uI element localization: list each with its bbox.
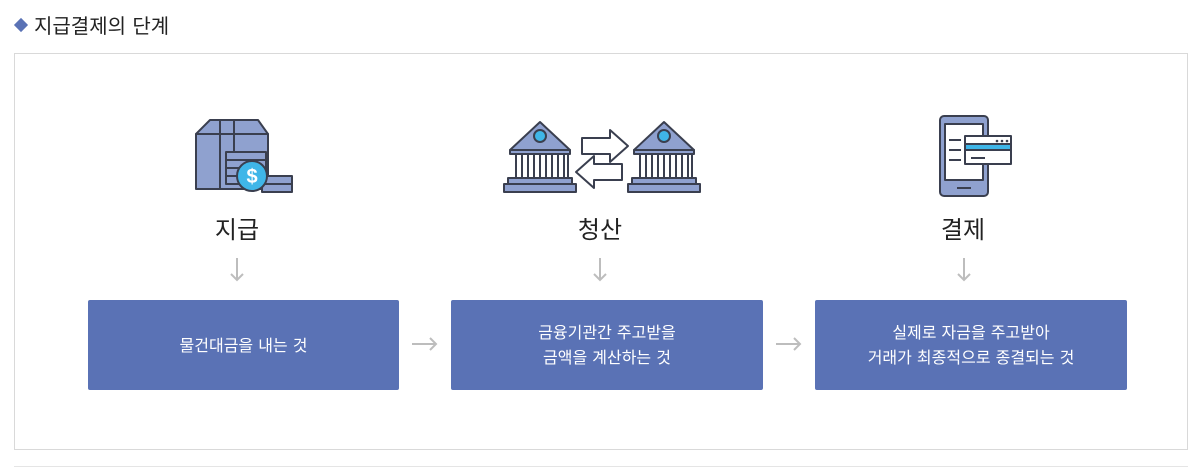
- down-arrow-icon: [230, 258, 244, 282]
- heading-title: 지급결제의 단계: [34, 14, 170, 38]
- diagram-panel: [14, 53, 1188, 450]
- description-line: 금융기관간 주고받을: [538, 323, 676, 342]
- bank-exchange-icon: [503, 121, 701, 193]
- mobile-card-icon: [939, 115, 1012, 197]
- description-line: 실제로 자금을 주고받아: [892, 323, 1050, 342]
- stage-description-payment: 물건대금을 내는 것: [88, 300, 399, 390]
- box-coins-icon: $: [195, 119, 293, 193]
- down-arrow-icon: [957, 258, 971, 282]
- stage-label-settlement: 결제: [940, 216, 986, 244]
- bottom-divider: [14, 466, 1188, 467]
- right-arrow-icon: [776, 337, 802, 351]
- stage-description-settlement: 실제로 자금을 주고받아 거래가 최종적으로 종결되는 것: [815, 300, 1127, 390]
- section-heading: 지급결제의 단계: [13, 10, 170, 39]
- description-line: 금액을 계산하는 것: [543, 348, 671, 367]
- diamond-bullet-icon: [13, 17, 29, 32]
- description-line: 물건대금을 내는 것: [179, 335, 308, 355]
- stage-label-payment: 지급: [214, 216, 260, 244]
- svg-text:$: $: [246, 166, 257, 188]
- stage-description-clearing: 금융기관간 주고받을 금액을 계산하는 것: [451, 300, 763, 390]
- description-line: 거래가 최종적으로 종결되는 것: [867, 348, 1075, 367]
- stage-label-clearing: 청산: [577, 216, 623, 244]
- right-arrow-icon: [412, 337, 438, 351]
- down-arrow-icon: [593, 258, 607, 282]
